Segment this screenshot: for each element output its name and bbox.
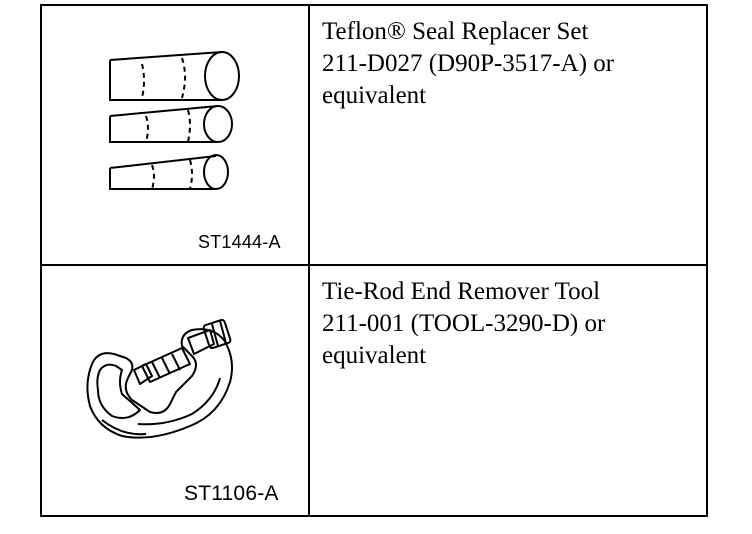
tool-name: Teflon® Seal Replacer Set — [322, 18, 589, 45]
table-row: ST1106-A Tie-Rod End Remover Tool 211-00… — [42, 266, 706, 515]
tool-equivalent-note: equivalent — [322, 82, 427, 109]
description-cell: Tie-Rod End Remover Tool 211-001 (TOOL-3… — [310, 266, 706, 515]
description-cell: Teflon® Seal Replacer Set 211-D027 (D90P… — [310, 6, 706, 264]
tool-part-number: 211-D027 (D90P-3517-A) or — [322, 50, 615, 77]
tool-description: Teflon® Seal Replacer Set 211-D027 (D90P… — [322, 16, 614, 112]
table-row: ST1444-A Teflon® Seal Replacer Set 211-D… — [42, 6, 706, 266]
tool-part-number: 211-001 (TOOL-3290-D) or — [322, 310, 606, 337]
illustration-cell: ST1444-A — [42, 6, 310, 264]
tool-description: Tie-Rod End Remover Tool 211-001 (TOOL-3… — [322, 276, 605, 372]
reference-code: ST1444-A — [198, 232, 281, 252]
special-tools-table: ST1444-A Teflon® Seal Replacer Set 211-D… — [40, 4, 708, 517]
reference-code: ST1106-A — [184, 482, 279, 505]
seal-replacer-set-illustration — [109, 51, 240, 190]
tool-equivalent-note: equivalent — [322, 342, 427, 369]
illustration-cell: ST1106-A — [42, 266, 310, 515]
tool-name: Tie-Rod End Remover Tool — [322, 278, 601, 305]
tie-rod-end-remover-illustration — [86, 318, 233, 439]
